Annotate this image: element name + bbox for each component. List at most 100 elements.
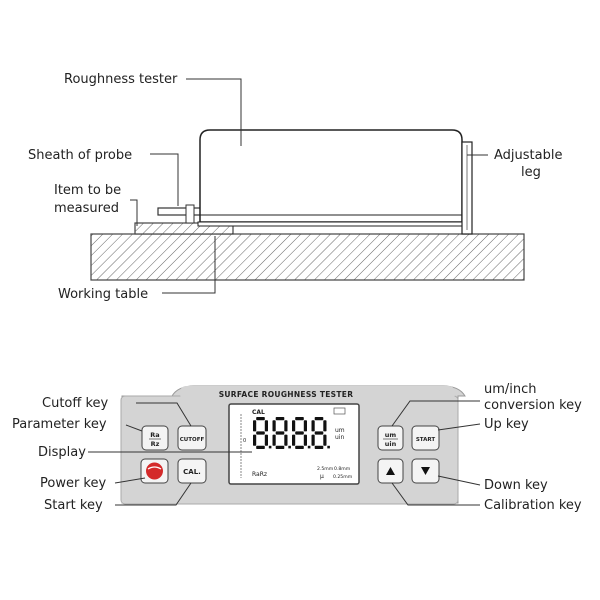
lcd-segment bbox=[284, 420, 288, 432]
lcd-battery-icon bbox=[333, 407, 346, 415]
lcd-digit bbox=[311, 417, 330, 449]
leader-cutoff-key bbox=[136, 402, 192, 427]
leader-down-key bbox=[437, 475, 481, 486]
label-down-key: Down key bbox=[484, 478, 548, 493]
lcd-digit bbox=[292, 417, 311, 449]
parameter-key[interactable]: Ra Rz bbox=[141, 425, 169, 451]
lcd-zero-marker: 0 bbox=[243, 438, 246, 444]
lcd-segment bbox=[295, 417, 304, 421]
leader-item bbox=[130, 199, 138, 226]
lcd-segment bbox=[272, 434, 276, 446]
leader-up-key bbox=[437, 423, 481, 431]
lcd-decimal-point bbox=[327, 445, 330, 449]
lcd-decimal-point bbox=[268, 445, 272, 449]
tester-foot bbox=[197, 221, 465, 227]
lcd-segment bbox=[323, 420, 327, 432]
svg-text:Rz: Rz bbox=[151, 440, 160, 448]
lcd-segment bbox=[256, 431, 265, 435]
label-parameter-key: Parameter key bbox=[12, 417, 107, 432]
lcd-cal-indicator: CAL bbox=[252, 409, 265, 416]
lcd-segment bbox=[256, 445, 265, 449]
leader-calibration-key bbox=[391, 482, 480, 506]
label-display: Display bbox=[38, 445, 86, 460]
lcd-segment bbox=[295, 431, 304, 435]
calibration-cal-key[interactable]: CAL. bbox=[177, 458, 207, 484]
start-key[interactable]: START bbox=[411, 425, 440, 451]
label-um-inch-line1: um/inch bbox=[484, 382, 537, 397]
lcd-segment bbox=[311, 420, 315, 432]
svg-text:CUTOFF: CUTOFF bbox=[180, 437, 205, 443]
leader-parameter-key bbox=[125, 424, 143, 432]
lcd-segment bbox=[311, 434, 315, 446]
lcd-segment bbox=[275, 417, 285, 421]
lcd-decimal-point bbox=[288, 445, 291, 449]
lcd-cutoff-2-5: 2.5mm bbox=[317, 466, 334, 472]
lcd-segment bbox=[275, 431, 285, 435]
svg-text:um: um bbox=[385, 431, 397, 439]
lcd-segment bbox=[314, 431, 324, 435]
label-up-key: Up key bbox=[484, 417, 529, 432]
svg-text:Ra: Ra bbox=[150, 431, 159, 439]
lcd-segment bbox=[292, 420, 296, 432]
leader-power-key bbox=[114, 477, 146, 484]
up-arrow-icon bbox=[386, 467, 395, 475]
label-adjustable-line1: Adjustable bbox=[494, 148, 562, 163]
label-start-key: Start key bbox=[44, 498, 103, 513]
panel-title-bar bbox=[180, 386, 455, 400]
down-key[interactable] bbox=[411, 458, 440, 484]
label-power-key: Power key bbox=[40, 476, 107, 491]
lcd-unit-um: um bbox=[335, 427, 345, 434]
measured-item bbox=[134, 222, 234, 235]
lcd-segment bbox=[292, 434, 296, 446]
lcd-segment bbox=[303, 420, 307, 432]
lcd-segment bbox=[264, 420, 268, 432]
lcd-digit bbox=[272, 417, 291, 449]
lcd-mu-symbol: μ bbox=[320, 473, 324, 480]
label-um-inch-line2: conversion key bbox=[484, 398, 582, 413]
lcd-segment bbox=[295, 445, 304, 449]
lcd-segment bbox=[303, 434, 307, 446]
down-arrow-icon bbox=[421, 467, 430, 475]
um-inch-conversion-key[interactable]: um uin bbox=[377, 425, 404, 451]
lcd-unit-uin: uin bbox=[335, 434, 344, 441]
lcd-segment bbox=[323, 434, 327, 446]
control-panel-diagram: SURFACE ROUGHNESS TESTER CAL 0 um uin Ra… bbox=[12, 382, 582, 513]
leader-working-table bbox=[162, 236, 216, 294]
lcd-segment bbox=[272, 420, 276, 432]
lcd-segment bbox=[264, 434, 268, 446]
lcd-segment bbox=[314, 445, 324, 449]
lcd-digit bbox=[253, 417, 272, 449]
leader-start-key bbox=[115, 482, 192, 506]
lcd-rarz: RaRz bbox=[252, 471, 267, 478]
roughness-tester-body bbox=[199, 129, 463, 223]
power-icon bbox=[146, 462, 163, 480]
working-table bbox=[90, 233, 525, 281]
svg-text:CAL.: CAL. bbox=[183, 468, 201, 476]
probe-stem bbox=[185, 204, 195, 224]
power-key[interactable] bbox=[140, 458, 169, 484]
lcd-segment bbox=[284, 434, 288, 446]
leader-roughness-tester bbox=[186, 78, 242, 146]
leader-sheath bbox=[150, 153, 179, 206]
svg-text:START: START bbox=[416, 437, 436, 443]
label-sheath-of-probe: Sheath of probe bbox=[28, 148, 132, 163]
lcd-cutoff-0-8: 0.8mm bbox=[334, 466, 351, 472]
label-roughness-tester: Roughness tester bbox=[64, 72, 178, 87]
lcd-decimal-point bbox=[307, 445, 311, 449]
lcd-segment bbox=[253, 434, 257, 446]
svg-text:uin: uin bbox=[385, 440, 397, 448]
cutoff-key[interactable]: CUTOFF bbox=[177, 425, 207, 451]
lcd-segment bbox=[275, 445, 285, 449]
probe-sheath bbox=[157, 207, 203, 216]
lcd-digits bbox=[253, 417, 330, 449]
lcd-segment bbox=[256, 417, 265, 421]
label-calibration-key: Calibration key bbox=[484, 498, 582, 513]
tester-setup-diagram: Roughness tester Sheath of probe Item to… bbox=[28, 72, 562, 302]
lcd-cutoff-0-25: 0.25mm bbox=[333, 474, 353, 480]
panel-title: SURFACE ROUGHNESS TESTER bbox=[219, 390, 354, 399]
label-item-line2: measured bbox=[54, 201, 119, 216]
leader-um-inch-key bbox=[391, 400, 480, 427]
up-key[interactable] bbox=[377, 458, 404, 484]
label-item-line1: Item to be bbox=[54, 183, 121, 198]
